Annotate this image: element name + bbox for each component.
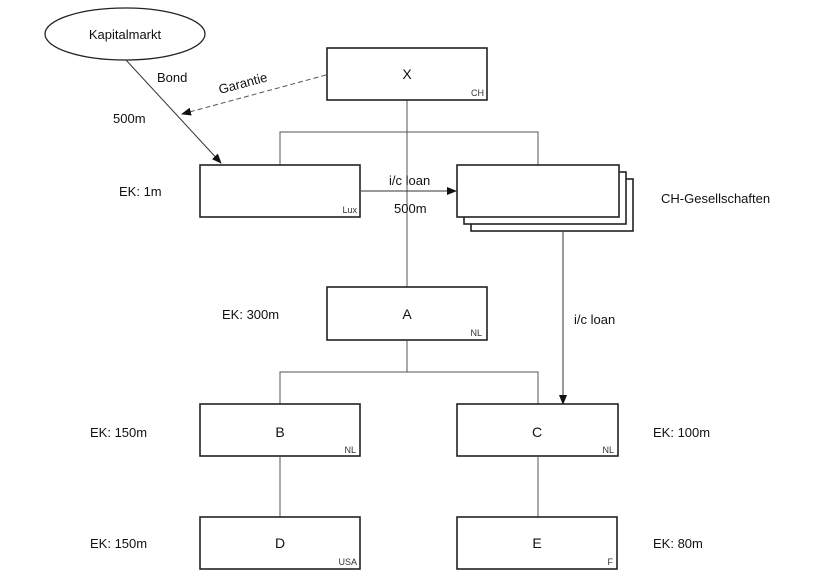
entity-a-country: NL [470, 328, 482, 338]
equity-c: EK: 100m [653, 425, 710, 440]
entity-c-name: C [532, 424, 542, 440]
kapitalmarkt-node[interactable]: Kapitalmarkt [44, 7, 206, 61]
entity-b[interactable]: B NL [199, 403, 361, 457]
entity-lux[interactable]: Lux [199, 164, 361, 218]
entity-a[interactable]: A NL [326, 286, 488, 341]
entity-d-country: USA [338, 557, 357, 567]
ch-companies-label: CH-Gesellschaften [661, 191, 770, 206]
entity-x-box [326, 47, 488, 101]
entity-x[interactable]: X CH [326, 47, 488, 101]
bond-amount: 500m [113, 111, 146, 126]
entity-c[interactable]: C NL [456, 403, 619, 457]
entity-lux-country: Lux [342, 205, 357, 215]
entity-d-box [199, 516, 361, 570]
ch-stack-front [456, 164, 620, 218]
entity-d-name: D [275, 535, 285, 551]
kapitalmarkt-label: Kapitalmarkt [89, 27, 162, 42]
entity-c-box [456, 403, 619, 457]
entity-e[interactable]: E F [456, 516, 618, 570]
entity-b-country: NL [344, 445, 356, 455]
entity-e-country: F [608, 557, 614, 567]
entity-c-country: NL [602, 445, 614, 455]
equity-lux: EK: 1m [119, 184, 162, 199]
ch-companies-stack[interactable] [456, 164, 634, 232]
guarantee-arrow [181, 74, 327, 116]
connectors [279, 100, 539, 517]
bond-arrow [125, 59, 222, 164]
entity-d[interactable]: D USA [199, 516, 361, 570]
equity-e: EK: 80m [653, 536, 703, 551]
equity-d: EK: 150m [90, 536, 147, 551]
bond-label: Bond [157, 70, 187, 85]
entity-b-box [199, 403, 361, 457]
entity-a-name: A [402, 306, 412, 322]
entity-x-country: CH [471, 88, 484, 98]
loan-lux-label: i/c loan [389, 173, 430, 188]
kapitalmarkt-ellipse [44, 7, 206, 61]
entity-x-name: X [402, 66, 412, 82]
entity-b-name: B [275, 424, 284, 440]
entity-a-box [326, 286, 488, 341]
equity-a: EK: 300m [222, 307, 279, 322]
loan-c-label: i/c loan [574, 312, 615, 327]
loan-lux-amount: 500m [394, 201, 427, 216]
connector-a-bc [279, 371, 539, 404]
entity-e-box [456, 516, 618, 570]
entity-lux-box [199, 164, 361, 218]
connector-x-subs [279, 131, 539, 165]
entity-e-name: E [532, 535, 541, 551]
equity-b: EK: 150m [90, 425, 147, 440]
